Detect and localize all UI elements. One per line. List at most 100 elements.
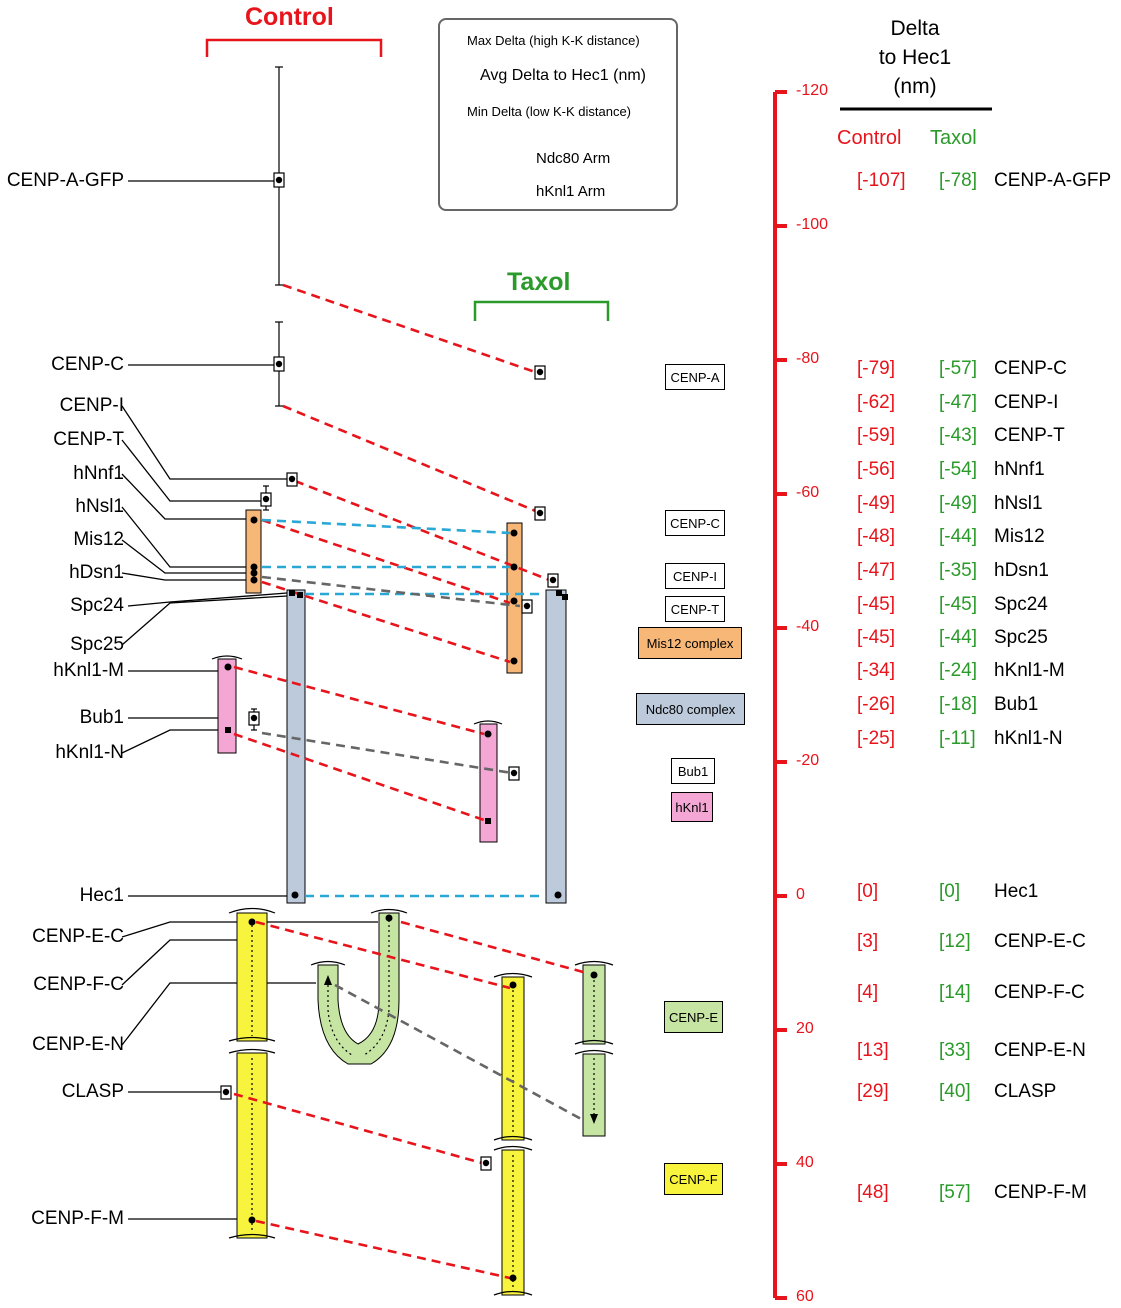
gray-lines <box>262 577 583 1120</box>
delta-control-value: [-49] <box>857 493 895 515</box>
delta-control-value: [-26] <box>857 694 895 716</box>
delta-control-value: [-62] <box>857 392 895 414</box>
legend-min-label: Min Delta (low K-K distance) <box>467 104 631 119</box>
delta-col-taxol: Taxol <box>930 127 977 150</box>
delta-row: [-107] [-78] CENP-A-GFP <box>0 170 1121 194</box>
delta-taxol-value: [14] <box>939 982 971 1004</box>
delta-row: [48][57]CENP-F-M <box>0 1182 1121 1206</box>
delta-taxol-value: [-57] <box>939 358 977 380</box>
delta-control-value: [-107] <box>857 170 906 192</box>
legend-ndc80-label: Ndc80 Arm <box>536 150 610 167</box>
delta-protein-name: CENP-T <box>994 425 1065 447</box>
delta-protein-name: CENP-I <box>994 392 1058 414</box>
delta-col-control: Control <box>837 127 901 150</box>
delta-protein-name: CENP-E-N <box>994 1040 1086 1062</box>
protein-label: CENP-F-M <box>0 1208 124 1230</box>
delta-protein-name: Hec1 <box>994 881 1038 903</box>
delta-row: [13] [33] CENP-E-N <box>0 1040 1121 1064</box>
delta-protein-name: hKnl1-M <box>994 660 1065 682</box>
delta-row: [3] [12] CENP-E-C <box>0 931 1121 955</box>
axis-tick-label: -20 <box>796 752 819 770</box>
delta-control-value: [29] <box>857 1081 889 1103</box>
delta-row: [4] [14] CENP-F-C <box>0 982 1121 1006</box>
delta-title-line: Delta <box>850 14 980 43</box>
delta-taxol-value: [-11] <box>939 728 976 750</box>
delta-taxol-value: [-49] <box>939 493 977 515</box>
delta-row: [-79] [-57] CENP-C <box>0 358 1121 382</box>
delta-protein-name: hNnf1 <box>994 459 1045 481</box>
delta-row: [-48][-44]Mis12 <box>0 526 1121 550</box>
delta-protein-name: Bub1 <box>994 694 1038 716</box>
delta-taxol-value: [-45] <box>939 594 977 616</box>
delta-protein-name: CENP-C <box>994 358 1067 380</box>
delta-taxol-value: [12] <box>939 931 971 953</box>
delta-protein-name: CENP-E-C <box>994 931 1086 953</box>
delta-control-value: [-59] <box>857 425 895 447</box>
delta-control-value: [3] <box>857 931 878 953</box>
delta-protein-name: Spc24 <box>994 594 1048 616</box>
delta-taxol-value: [-44] <box>939 627 977 649</box>
delta-taxol-value: [57] <box>939 1182 971 1204</box>
delta-title-line: to Hec1 <box>850 43 980 72</box>
legend-avg-label: Avg Delta to Hec1 (nm) <box>480 67 646 85</box>
complex-box: hKnl1 <box>671 792 713 822</box>
delta-row: [-56] [-54] hNnf1 <box>0 459 1121 483</box>
delta-control-value: [0] <box>857 881 878 903</box>
delta-protein-name: hDsn1 <box>994 560 1049 582</box>
complex-box: Bub1 <box>671 758 715 784</box>
delta-taxol-value: [40] <box>939 1081 971 1103</box>
delta-protein-name: CENP-A-GFP <box>994 170 1111 192</box>
axis-tick-label: 40 <box>796 1154 814 1172</box>
delta-control-value: [-25] <box>857 728 895 750</box>
control-bracket <box>207 40 381 57</box>
delta-control-value: [-45] <box>857 594 895 616</box>
delta-protein-name: Spc25 <box>994 627 1048 649</box>
delta-control-value: [13] <box>857 1040 889 1062</box>
delta-taxol-value: [-24] <box>939 660 977 682</box>
delta-taxol-value: [33] <box>939 1040 971 1062</box>
delta-row: [-59] [-43] CENP-T <box>0 425 1121 449</box>
delta-taxol-value: [-54] <box>939 459 977 481</box>
taxol-header: Taxol <box>507 268 570 297</box>
delta-row: [-62] [-47] CENP-I <box>0 392 1121 416</box>
delta-row: [29] [40] CLASP <box>0 1081 1121 1105</box>
delta-control-value: [-45] <box>857 627 895 649</box>
delta-row: [0] [0] Hec1 <box>0 881 1121 905</box>
delta-row: [-45] [-45] Spc24 <box>0 594 1121 618</box>
delta-title-line: (nm) <box>850 72 980 101</box>
delta-taxol-value: [-78] <box>939 170 977 192</box>
delta-control-value: [-34] <box>857 660 895 682</box>
delta-protein-name: CENP-F-C <box>994 982 1085 1004</box>
axis-tick-label: 60 <box>796 1288 814 1306</box>
delta-protein-name: hNsl1 <box>994 493 1043 515</box>
delta-protein-name: CLASP <box>994 1081 1056 1103</box>
axis-tick-label: 20 <box>796 1020 814 1038</box>
delta-taxol-value: [-35] <box>939 560 977 582</box>
legend-max-label: Max Delta (high K-K distance) <box>467 33 640 48</box>
delta-taxol-value: [0] <box>939 881 960 903</box>
delta-taxol-value: [-43] <box>939 425 977 447</box>
delta-protein-name: hKnl1-N <box>994 728 1063 750</box>
axis-tick-label: -100 <box>796 216 828 234</box>
delta-row: [-45] [-44] Spc25 <box>0 627 1121 651</box>
delta-row: [-49] [-49] hNsl1 <box>0 493 1121 517</box>
delta-control-value: [-48] <box>857 526 895 548</box>
delta-row: [-25] [-11] hKnl1-N <box>0 728 1121 752</box>
delta-control-value: [-79] <box>857 358 895 380</box>
delta-taxol-value: [-18] <box>939 694 977 716</box>
delta-row: [-47] [-35] hDsn1 <box>0 560 1121 584</box>
delta-control-value: [4] <box>857 982 878 1004</box>
delta-control-value: [-56] <box>857 459 895 481</box>
delta-table-title: Delta to Hec1 (nm) <box>850 14 980 101</box>
delta-protein-name: CENP-F-M <box>994 1182 1087 1204</box>
taxol-bracket <box>475 302 608 321</box>
delta-row: [-26] [-18] Bub1 <box>0 694 1121 718</box>
delta-taxol-value: [-44] <box>939 526 977 548</box>
control-header: Control <box>245 3 334 32</box>
cenp-f-taxol-bar <box>494 974 532 1296</box>
delta-row: [-34] [-24] hKnl1-M <box>0 660 1121 684</box>
delta-control-value: [-47] <box>857 560 895 582</box>
delta-taxol-value: [-47] <box>939 392 977 414</box>
axis-tick-label: -120 <box>796 82 828 100</box>
